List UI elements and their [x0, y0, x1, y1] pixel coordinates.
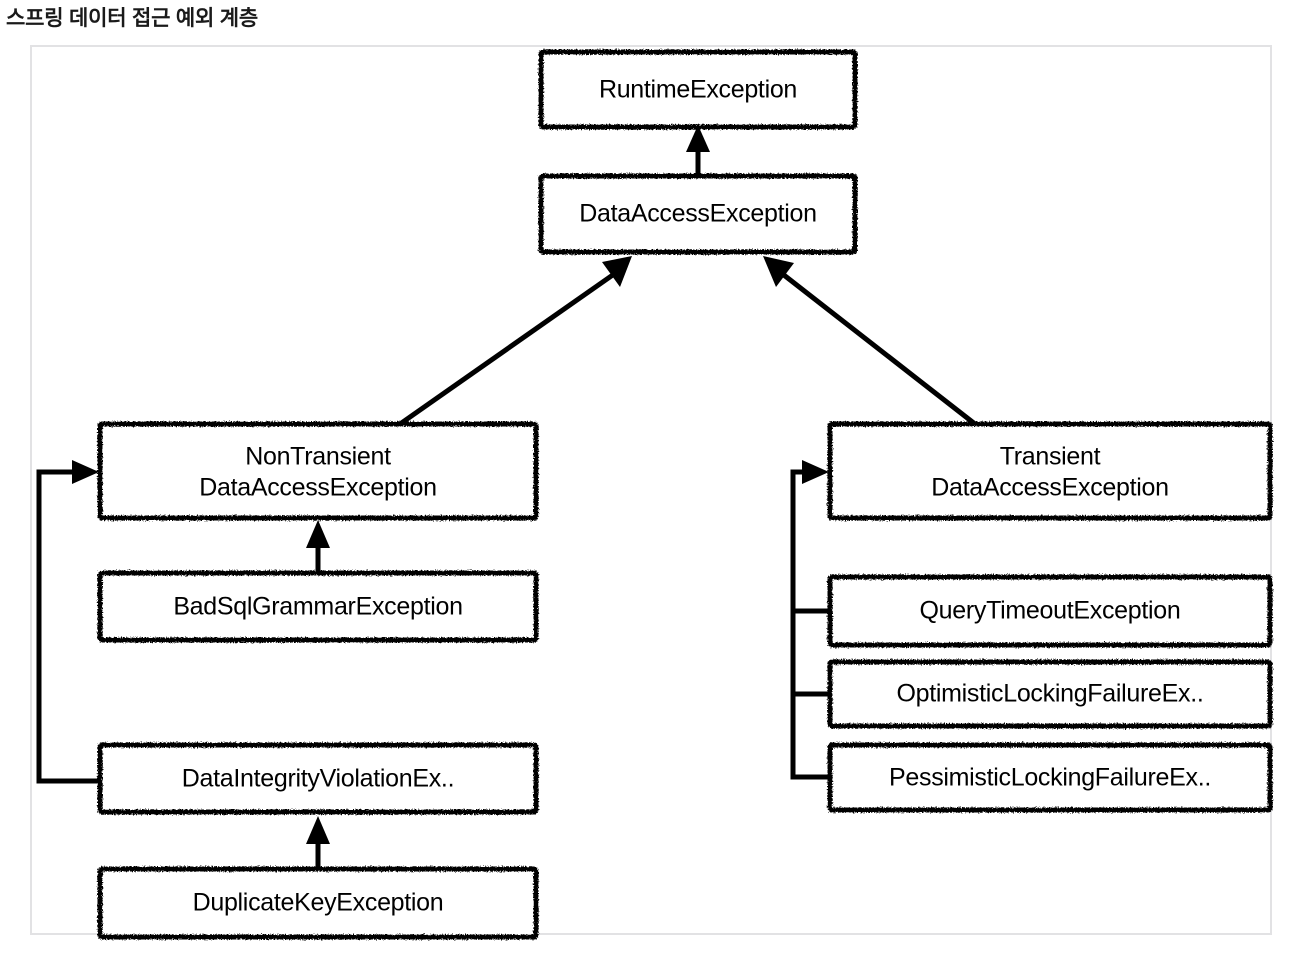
- diagram-frame: [30, 45, 1272, 935]
- page-title: 스프링 데이터 접근 예외 계층: [6, 7, 258, 30]
